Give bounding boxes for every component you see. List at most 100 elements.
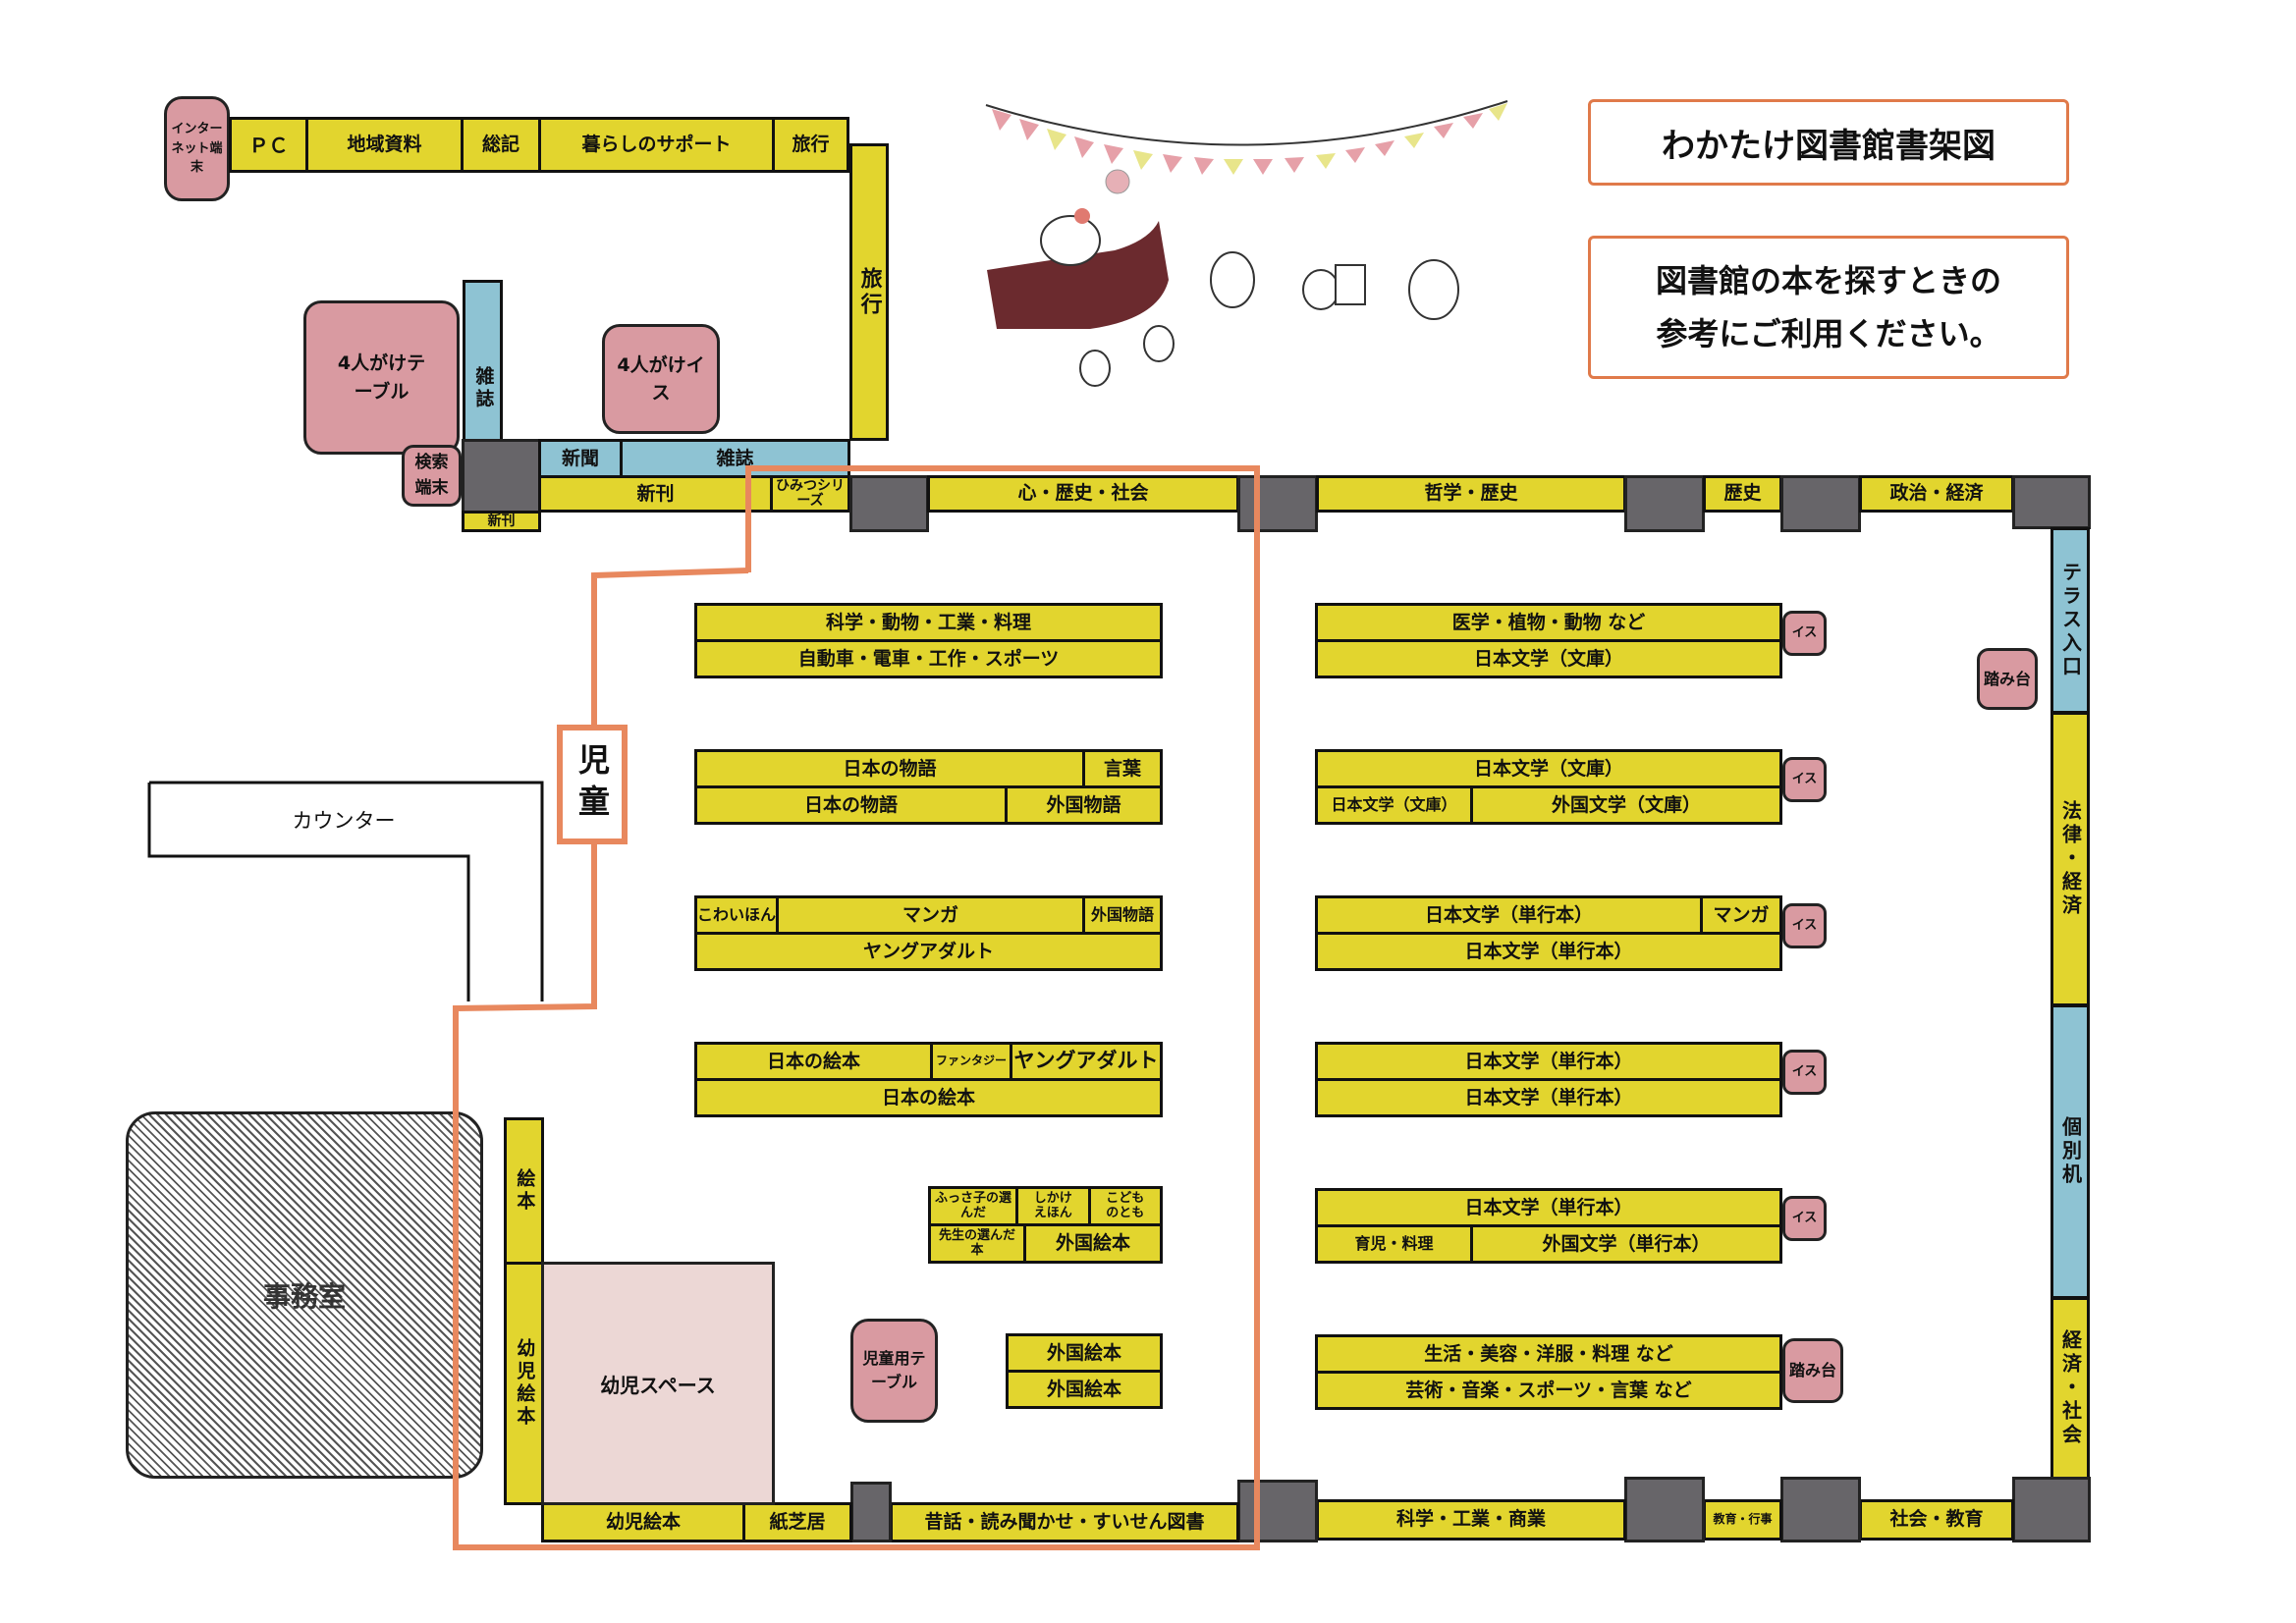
shelf-cell: 日本文学（単行本） bbox=[1424, 903, 1593, 926]
childrens-zone-label-text: 児童 bbox=[574, 743, 611, 826]
shelf-cell: マンガ bbox=[1700, 898, 1779, 932]
shelf-cell: 日本文学（文庫） bbox=[1473, 647, 1623, 670]
shelf-history-label: 歴史 bbox=[1723, 482, 1762, 505]
search-terminal-label: 検索端末 bbox=[414, 453, 449, 498]
four-person-table-label: 4人がけテーブル bbox=[337, 352, 426, 403]
shelf-cell: ファンタジー bbox=[930, 1045, 1010, 1078]
shelf-cell: ふっさ子の選んだ bbox=[935, 1191, 1012, 1220]
shelf-picture-books-side: 絵本 bbox=[504, 1117, 544, 1265]
shelf-science-industry-commerce: 科学・工業・商業 bbox=[1316, 1499, 1626, 1541]
shelf-cell: 日本文学（文庫） bbox=[1331, 795, 1457, 815]
shelf-cell: 日本の絵本 bbox=[881, 1086, 975, 1109]
step-stool-label: 踏み台 bbox=[1788, 1361, 1836, 1380]
shelf-kokoro-history-society: 心・歴史・社会 bbox=[927, 475, 1239, 513]
shelf-cell: 外国文学（単行本） bbox=[1470, 1227, 1779, 1261]
adult-shelf: 日本文学（単行本）マンガ日本文学（単行本） bbox=[1315, 895, 1782, 971]
toddler-space: 幼児スペース bbox=[541, 1262, 775, 1505]
bunting-string bbox=[985, 100, 1508, 146]
children-shelf-4: 日本の絵本ファンタジーヤングアダルト 日本の絵本 bbox=[694, 1042, 1163, 1117]
chick-drawing-3 bbox=[1143, 325, 1175, 362]
pillar bbox=[849, 475, 929, 532]
individual-desks-label: 個別机 bbox=[2058, 1116, 2083, 1187]
counter-desk-drawing bbox=[987, 221, 1169, 329]
shelf-history: 歴史 bbox=[1703, 475, 1782, 513]
bunting-flags bbox=[992, 103, 1507, 175]
animals-illustration bbox=[985, 100, 1508, 387]
pillar bbox=[1237, 475, 1318, 532]
shelf-cell: 日本の物語 bbox=[843, 757, 937, 780]
internet-terminal-label: インターネット端末 bbox=[171, 122, 223, 176]
shelf-toddler-picture-bottom: 幼児絵本 bbox=[605, 1511, 681, 1534]
shelf-cell: 日本文学（単行本） bbox=[1464, 1196, 1633, 1218]
pillar bbox=[850, 1482, 892, 1542]
shelf-pc: ＰＣ bbox=[248, 133, 289, 157]
map-title-text: わかたけ図書館書架図 bbox=[1662, 126, 1995, 166]
terrace-entrance[interactable]: テラス入口 bbox=[2050, 527, 2090, 714]
special-picture-shelf: ふっさ子の選んだ しかけえほん こどものとも 先生の選んだ本 外国絵本 bbox=[928, 1186, 1163, 1264]
magazine-stand-label: 雑誌 bbox=[472, 366, 495, 411]
shelf-cell: ヤングアダルト bbox=[862, 940, 994, 962]
shelf-cell: 自動車・電車・工作・スポーツ bbox=[797, 647, 1060, 670]
pillar bbox=[1780, 1477, 1861, 1542]
shelf-politics-label: 政治・経済 bbox=[1889, 482, 1984, 505]
pillar bbox=[2012, 1477, 2091, 1542]
shelf-new-small-label: 新刊 bbox=[487, 513, 516, 529]
shelf-general-works: 総記 bbox=[461, 120, 538, 170]
shelf-toddler-books-side: 幼児絵本 bbox=[504, 1262, 544, 1505]
shelf-cell: 外国絵本 bbox=[1046, 1378, 1121, 1400]
chair: イス bbox=[1782, 611, 1827, 656]
shelf-society-education: 社会・教育 bbox=[1859, 1499, 2014, 1541]
children-shelf-2: 日本の物語言葉 日本の物語外国物語 bbox=[694, 749, 1163, 825]
shelf-law-economy: 法律・経済 bbox=[2050, 712, 2090, 1006]
shelf-philosophy-history: 哲学・歴史 bbox=[1316, 475, 1626, 513]
individual-desks: 個別机 bbox=[2050, 1004, 2090, 1299]
pillar bbox=[1624, 1477, 1705, 1542]
shelf-cell: 科学・動物・工業・料理 bbox=[825, 611, 1031, 633]
shelf-cell: 日本文学（単行本） bbox=[1464, 1050, 1633, 1072]
bottom-left-shelf: 幼児絵本 紙芝居 bbox=[541, 1502, 852, 1542]
shelf-cell: 外国物語 bbox=[1005, 788, 1160, 822]
shelf-cell: こどものとも bbox=[1087, 1189, 1161, 1223]
shelf-folktales-readaloud: 昔話・読み聞かせ・すいせん図書 bbox=[890, 1502, 1239, 1542]
chair-label: イス bbox=[1791, 772, 1818, 787]
search-terminal: 検索端末 bbox=[402, 445, 462, 507]
chair-label: イス bbox=[1791, 1211, 1818, 1226]
shelf-life-support: 暮らしのサポート bbox=[538, 120, 772, 170]
books-drawing bbox=[1335, 264, 1366, 305]
children-shelf-3: こわいほんマンガ外国物語 ヤングアダルト bbox=[694, 895, 1163, 971]
chair-label: イス bbox=[1791, 625, 1818, 641]
shelf-cell: マンガ bbox=[776, 898, 1082, 932]
pillar bbox=[2012, 475, 2091, 529]
chair: イス bbox=[1782, 757, 1827, 802]
usage-note-line2: 参考にご利用ください。 bbox=[1656, 315, 2001, 352]
four-person-table: 4人がけテーブル bbox=[303, 300, 460, 455]
shelf-toddler-books-side-label: 幼児絵本 bbox=[514, 1338, 536, 1429]
shelf-new-arrivals: 新刊 bbox=[636, 482, 675, 505]
shelf-folktales-label: 昔話・読み聞かせ・すいせん図書 bbox=[924, 1510, 1205, 1533]
rabbit-drawing bbox=[1210, 251, 1255, 308]
shelf-himitsu-series: ひみつシリーズ bbox=[770, 478, 847, 510]
step-stool-label: 踏み台 bbox=[1983, 669, 2031, 688]
usage-note-line1: 図書館の本を探すときの bbox=[1655, 261, 2001, 299]
adult-shelf: 日本文学（単行本）育児・料理外国文学（単行本） bbox=[1315, 1188, 1782, 1264]
shelf-cell: 医学・植物・動物 など bbox=[1451, 611, 1646, 633]
kids-table-label: 児童用テーブル bbox=[862, 1349, 926, 1391]
shelf-philosophy-label: 哲学・歴史 bbox=[1424, 482, 1518, 505]
shelf-kokoro-label: 心・歴史・社会 bbox=[1017, 482, 1149, 505]
shelf-cell: 日本文学（文庫） bbox=[1473, 757, 1623, 780]
newspaper-magazine-shelf: 新聞 雑誌 bbox=[538, 439, 850, 478]
shelf-cell: 生活・美容・洋服・料理 など bbox=[1424, 1342, 1673, 1365]
shelf-education-events-label: 教育・行事 bbox=[1713, 1512, 1773, 1527]
adult-shelf: 医学・植物・動物 など日本文学（文庫） bbox=[1315, 603, 1782, 678]
shelf-society-education-label: 社会・教育 bbox=[1889, 1508, 1984, 1531]
shelf-new-small: 新刊 bbox=[462, 511, 541, 532]
staff-office-label: 事務室 bbox=[262, 1280, 346, 1313]
shelf-cell: 日本の物語 bbox=[803, 793, 898, 816]
shelf-politics-economy: 政治・経済 bbox=[1859, 475, 2014, 513]
foreign-picture-shelf: 外国絵本 外国絵本 bbox=[1006, 1333, 1163, 1409]
fox-drawing bbox=[1408, 259, 1459, 320]
adult-shelf: 生活・美容・洋服・料理 など芸術・音楽・スポーツ・言葉 など bbox=[1315, 1334, 1782, 1410]
counter-label: カウンター bbox=[147, 784, 540, 856]
chick-drawing-2 bbox=[1079, 350, 1111, 387]
four-person-chairs: 4人がけイス bbox=[602, 324, 720, 434]
